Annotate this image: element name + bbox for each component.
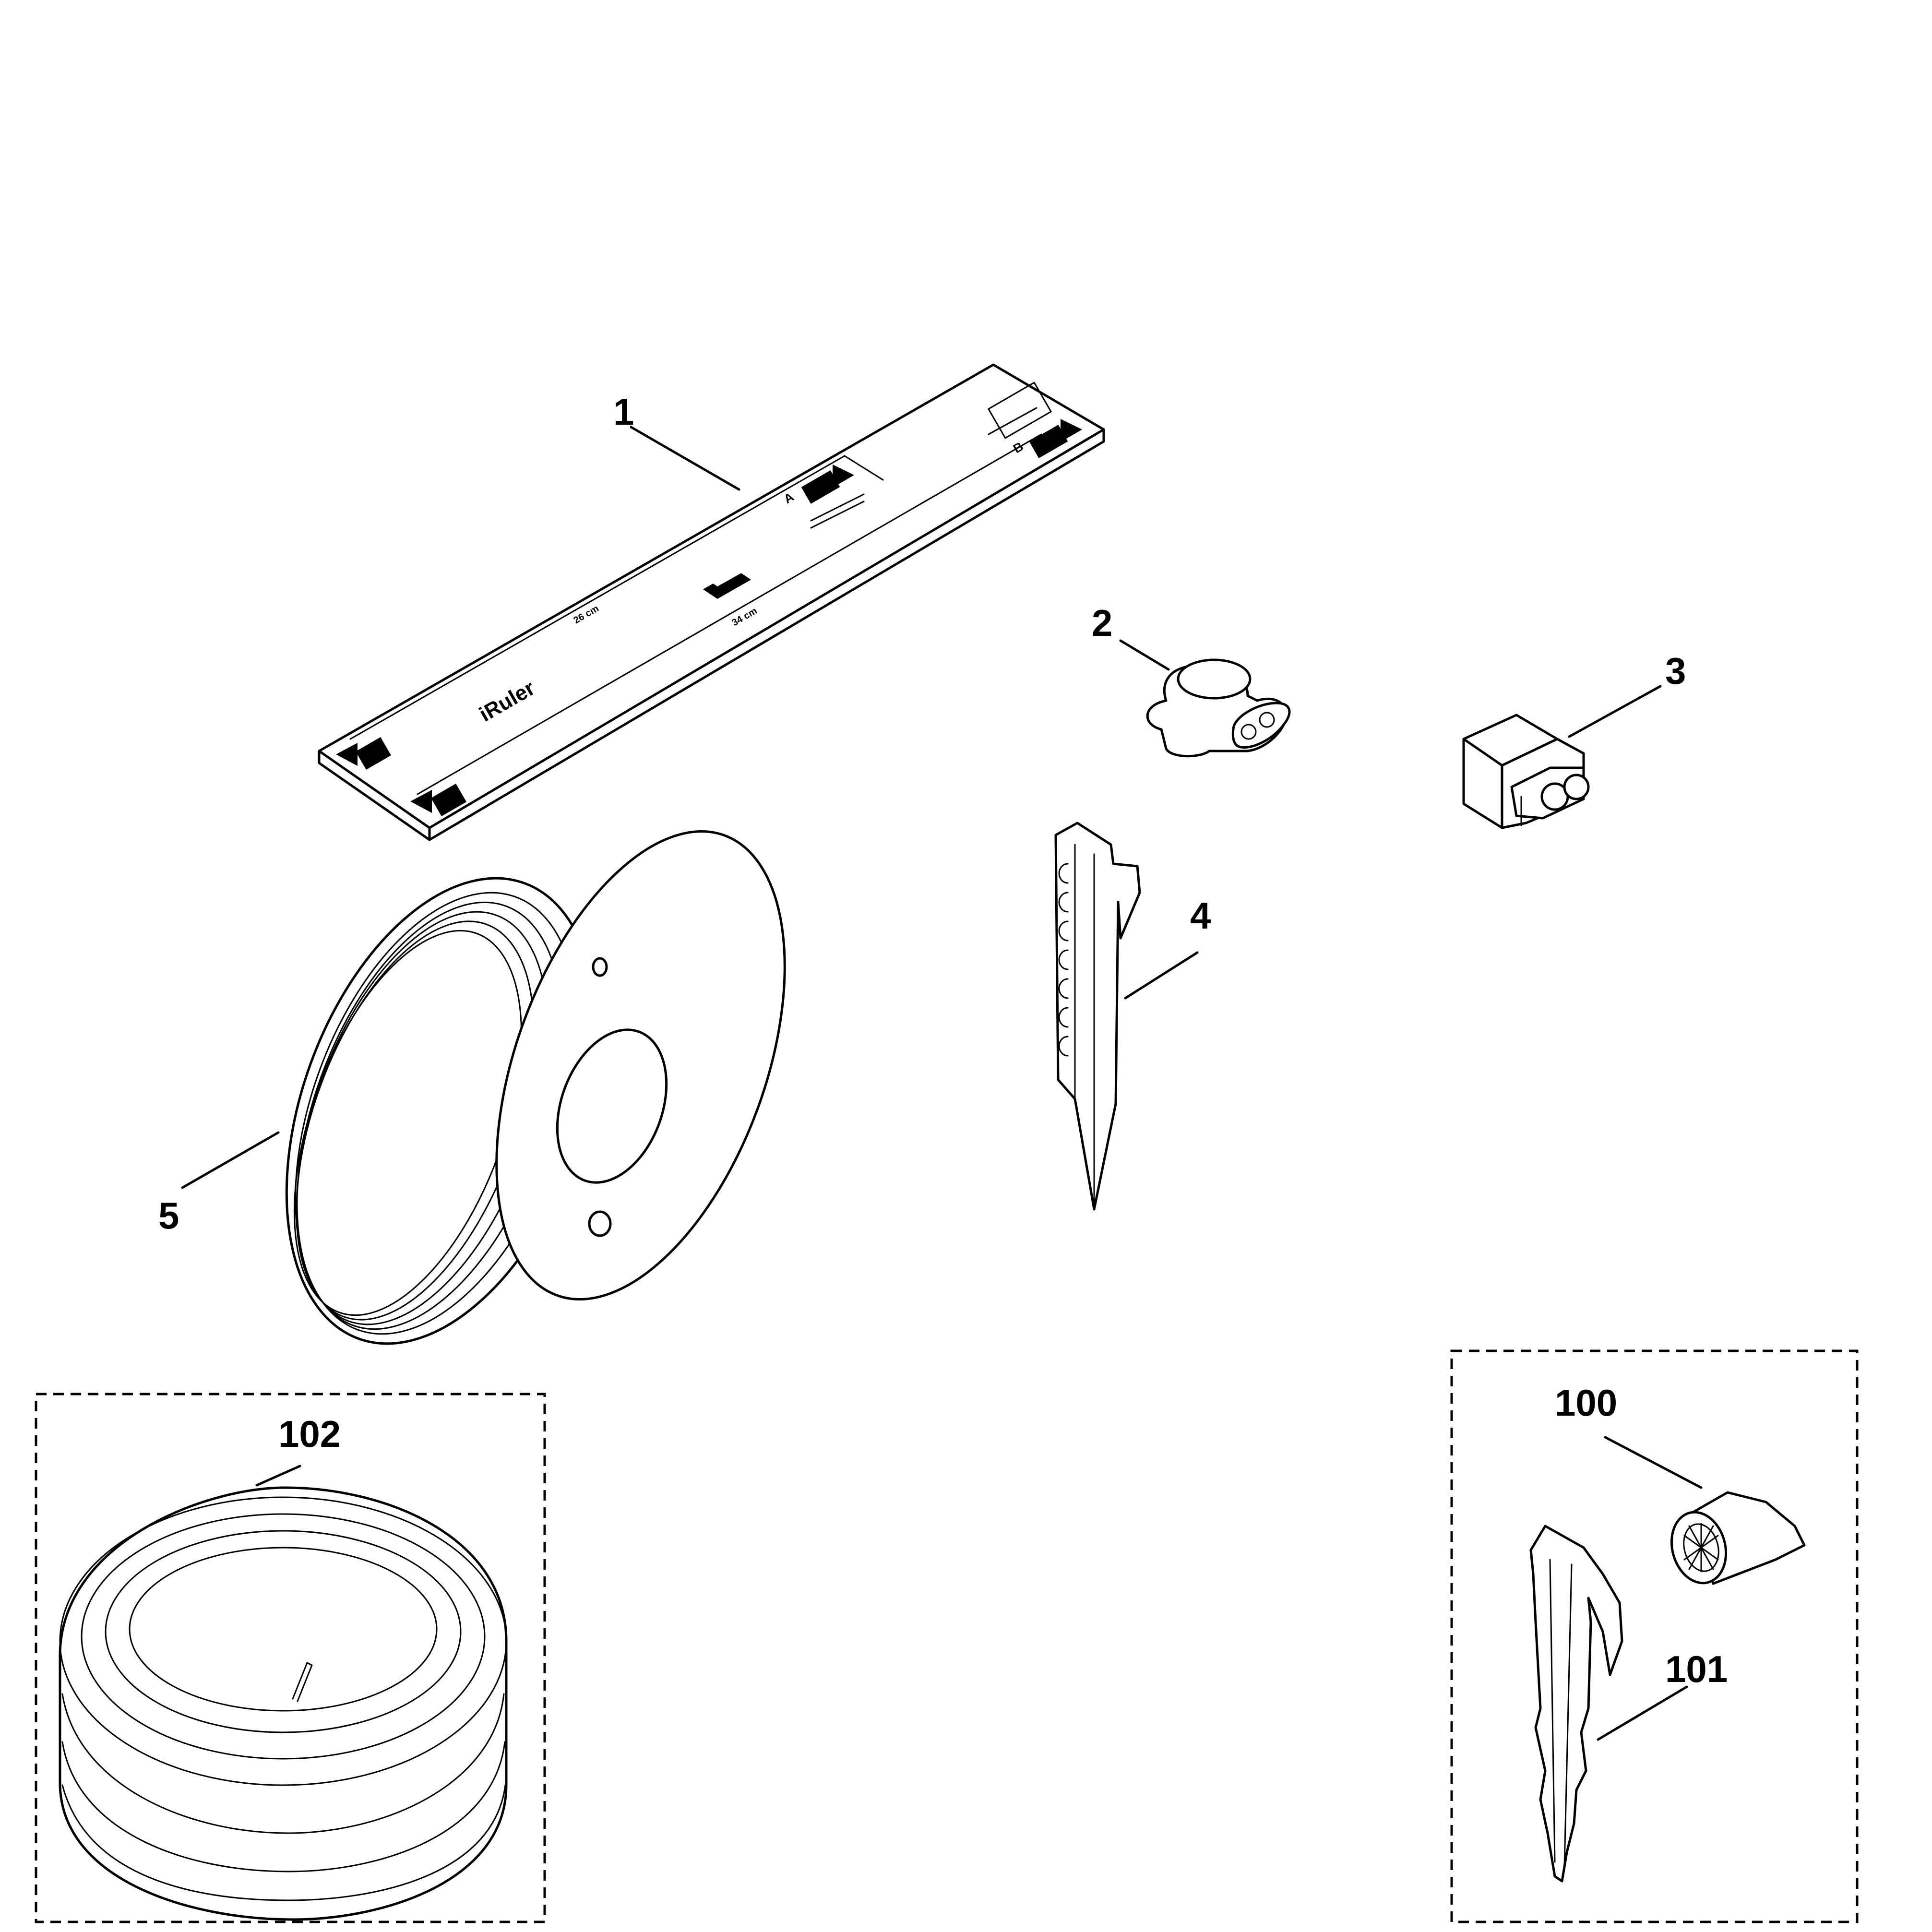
boundary-wire-coil-part bbox=[59, 1486, 508, 1921]
leader-line-102 bbox=[255, 1465, 301, 1487]
ruler-arrow-b bbox=[988, 382, 1082, 458]
connector-block-part bbox=[1462, 714, 1590, 829]
callout-5: 5 bbox=[158, 1194, 179, 1237]
wire-peg-part bbox=[1529, 1525, 1623, 1883]
leader-line-100 bbox=[1604, 1436, 1703, 1489]
ruler-arrow-left-top bbox=[336, 737, 391, 770]
wire-connector-cap-part bbox=[1670, 1491, 1806, 1585]
ground-peg-part bbox=[1054, 822, 1141, 1211]
wire-connector-part bbox=[1146, 658, 1291, 758]
leader-line-3 bbox=[1568, 685, 1662, 738]
callout-102: 102 bbox=[278, 1413, 341, 1455]
optional-parts-box-right bbox=[1450, 1349, 1859, 1923]
book-icon bbox=[703, 568, 751, 599]
wire-spool-part bbox=[285, 830, 786, 1345]
ruler-arrow-left-bottom bbox=[410, 783, 466, 817]
callout-1: 1 bbox=[613, 391, 634, 433]
ruler-arrow-a bbox=[801, 465, 865, 529]
callout-4: 4 bbox=[1190, 894, 1211, 937]
leader-line-5 bbox=[181, 1131, 280, 1189]
leader-line-1 bbox=[630, 426, 740, 491]
callout-2: 2 bbox=[1092, 602, 1112, 644]
iruler-part: iRuler 26 cm 34 cm A B bbox=[318, 363, 1105, 841]
callout-100: 100 bbox=[1555, 1382, 1617, 1424]
leader-line-2 bbox=[1119, 639, 1170, 671]
leader-line-101 bbox=[1597, 1685, 1688, 1741]
callout-3: 3 bbox=[1665, 650, 1686, 692]
leader-line-4 bbox=[1124, 951, 1199, 1000]
callout-101: 101 bbox=[1665, 1648, 1728, 1690]
